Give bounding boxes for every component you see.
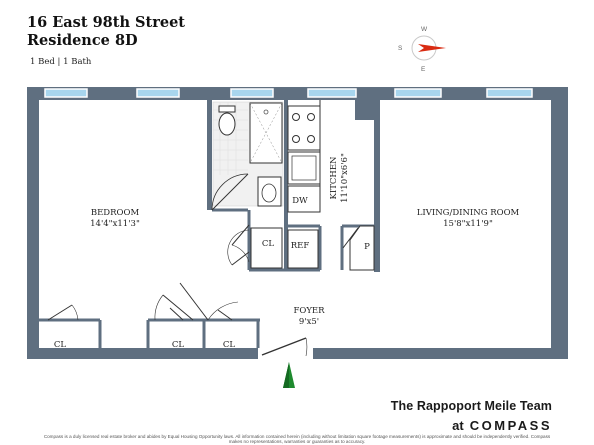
closet-left-label: CL — [54, 340, 67, 350]
toilet-tank-icon — [218, 105, 236, 113]
legal-disclaimer: Compass is a duly licensed real estate b… — [43, 434, 551, 445]
windows — [44, 88, 533, 98]
bedroom-door — [231, 224, 250, 263]
bedroom-label: BEDROOM — [91, 208, 140, 218]
brand-logo: at COMPASS — [452, 418, 552, 433]
window — [486, 88, 533, 98]
closet-mid1-label: CL — [172, 340, 185, 350]
entry-door — [261, 337, 308, 357]
kitchen-label: KITCHEN — [329, 156, 339, 199]
closet-mid2-label: CL — [223, 340, 236, 350]
brand-at: at — [452, 418, 464, 433]
window — [136, 88, 180, 98]
compass-icon: W E S — [398, 26, 446, 73]
compass-letter-bottom: E — [421, 66, 426, 73]
bathroom — [211, 101, 284, 211]
closet-doors — [47, 282, 239, 321]
living-room-dims: 15'8"x11'9" — [443, 219, 493, 229]
window — [44, 88, 88, 98]
window — [394, 88, 442, 98]
dishwasher-label: DW — [292, 196, 308, 206]
kitchen-sink-icon — [287, 151, 321, 185]
compass-letter-left: S — [398, 45, 403, 52]
bed-bath-specs: 1 Bed | 1 Bath — [30, 57, 92, 67]
refrigerator-label: REF — [291, 241, 310, 251]
living-room-label: LIVING/DINING ROOM — [417, 208, 520, 218]
interior-walls — [39, 208, 374, 348]
kitchen-closet — [250, 227, 283, 269]
compass-needle-icon — [418, 44, 446, 52]
pantry — [342, 225, 375, 271]
window — [307, 88, 357, 98]
compass-letter-top: W — [421, 26, 428, 33]
team-name: The Rappoport Meile Team — [390, 399, 552, 413]
foyer-dims: 9'x5' — [299, 317, 319, 327]
residence-name: Residence 8D — [27, 32, 138, 49]
kitchen-closet-label: CL — [262, 239, 275, 249]
kitchen — [287, 100, 321, 269]
stove-icon — [287, 105, 321, 151]
foyer-label: FOYER — [293, 306, 325, 316]
pantry-label: P — [364, 242, 370, 252]
kitchen-dims: 11'10"x6'6" — [340, 153, 350, 203]
listing-address: 16 East 98th Street — [27, 14, 186, 31]
window — [230, 88, 274, 98]
dishwasher-icon — [287, 185, 321, 213]
bedroom-dims: 14'4"x11'3" — [90, 219, 140, 229]
toilet-icon — [218, 112, 236, 136]
refrigerator-icon — [287, 229, 319, 269]
brand-name: COMPASS — [469, 418, 552, 433]
